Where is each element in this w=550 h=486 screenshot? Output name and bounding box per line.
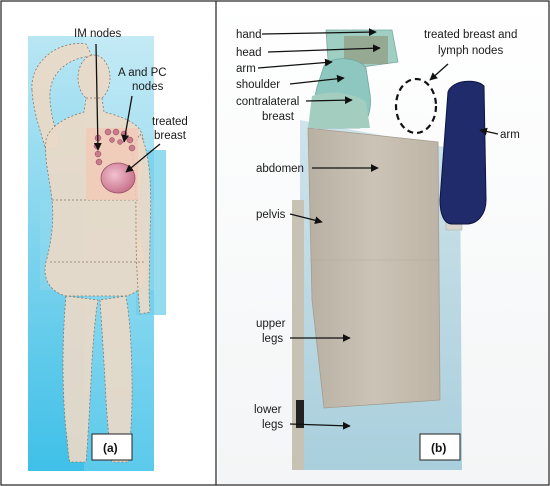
label-abdomen: abdomen bbox=[256, 163, 304, 175]
label-treated-nodes-1: treated breast and bbox=[424, 29, 517, 41]
panel-b-tag: (b) bbox=[431, 441, 446, 455]
label-upper-legs-1: upper bbox=[256, 318, 286, 330]
label-upper-legs-2: legs bbox=[262, 333, 283, 345]
treated-breast-shape bbox=[101, 163, 135, 193]
label-arm-left: arm bbox=[236, 63, 256, 75]
label-head: head bbox=[236, 47, 262, 59]
phantom-body bbox=[308, 128, 440, 408]
label-a-pc-nodes-1: A and PC bbox=[118, 67, 167, 79]
label-treated-nodes-2: lymph nodes bbox=[438, 45, 503, 57]
label-contralateral-2: breast bbox=[262, 111, 295, 123]
couch-edge bbox=[292, 200, 304, 470]
panel-b: hand head arm shoulder contralateral bre… bbox=[218, 2, 548, 484]
label-im-nodes: IM nodes bbox=[74, 28, 122, 40]
label-treated-2: breast bbox=[154, 130, 187, 142]
panel-a-tag: (a) bbox=[103, 441, 118, 455]
label-hand: hand bbox=[236, 29, 262, 41]
label-lower-legs-1: lower bbox=[254, 404, 282, 416]
label-contralateral-1: contralateral bbox=[236, 96, 299, 108]
label-pelvis: pelvis bbox=[256, 209, 286, 221]
label-a-pc-nodes-2: nodes bbox=[132, 81, 164, 93]
arm-rest bbox=[440, 81, 486, 224]
label-treated-1: treated bbox=[152, 116, 188, 128]
label-shoulder: shoulder bbox=[236, 79, 280, 91]
label-arm-right: arm bbox=[500, 129, 520, 141]
label-lower-legs-2: legs bbox=[262, 419, 283, 431]
